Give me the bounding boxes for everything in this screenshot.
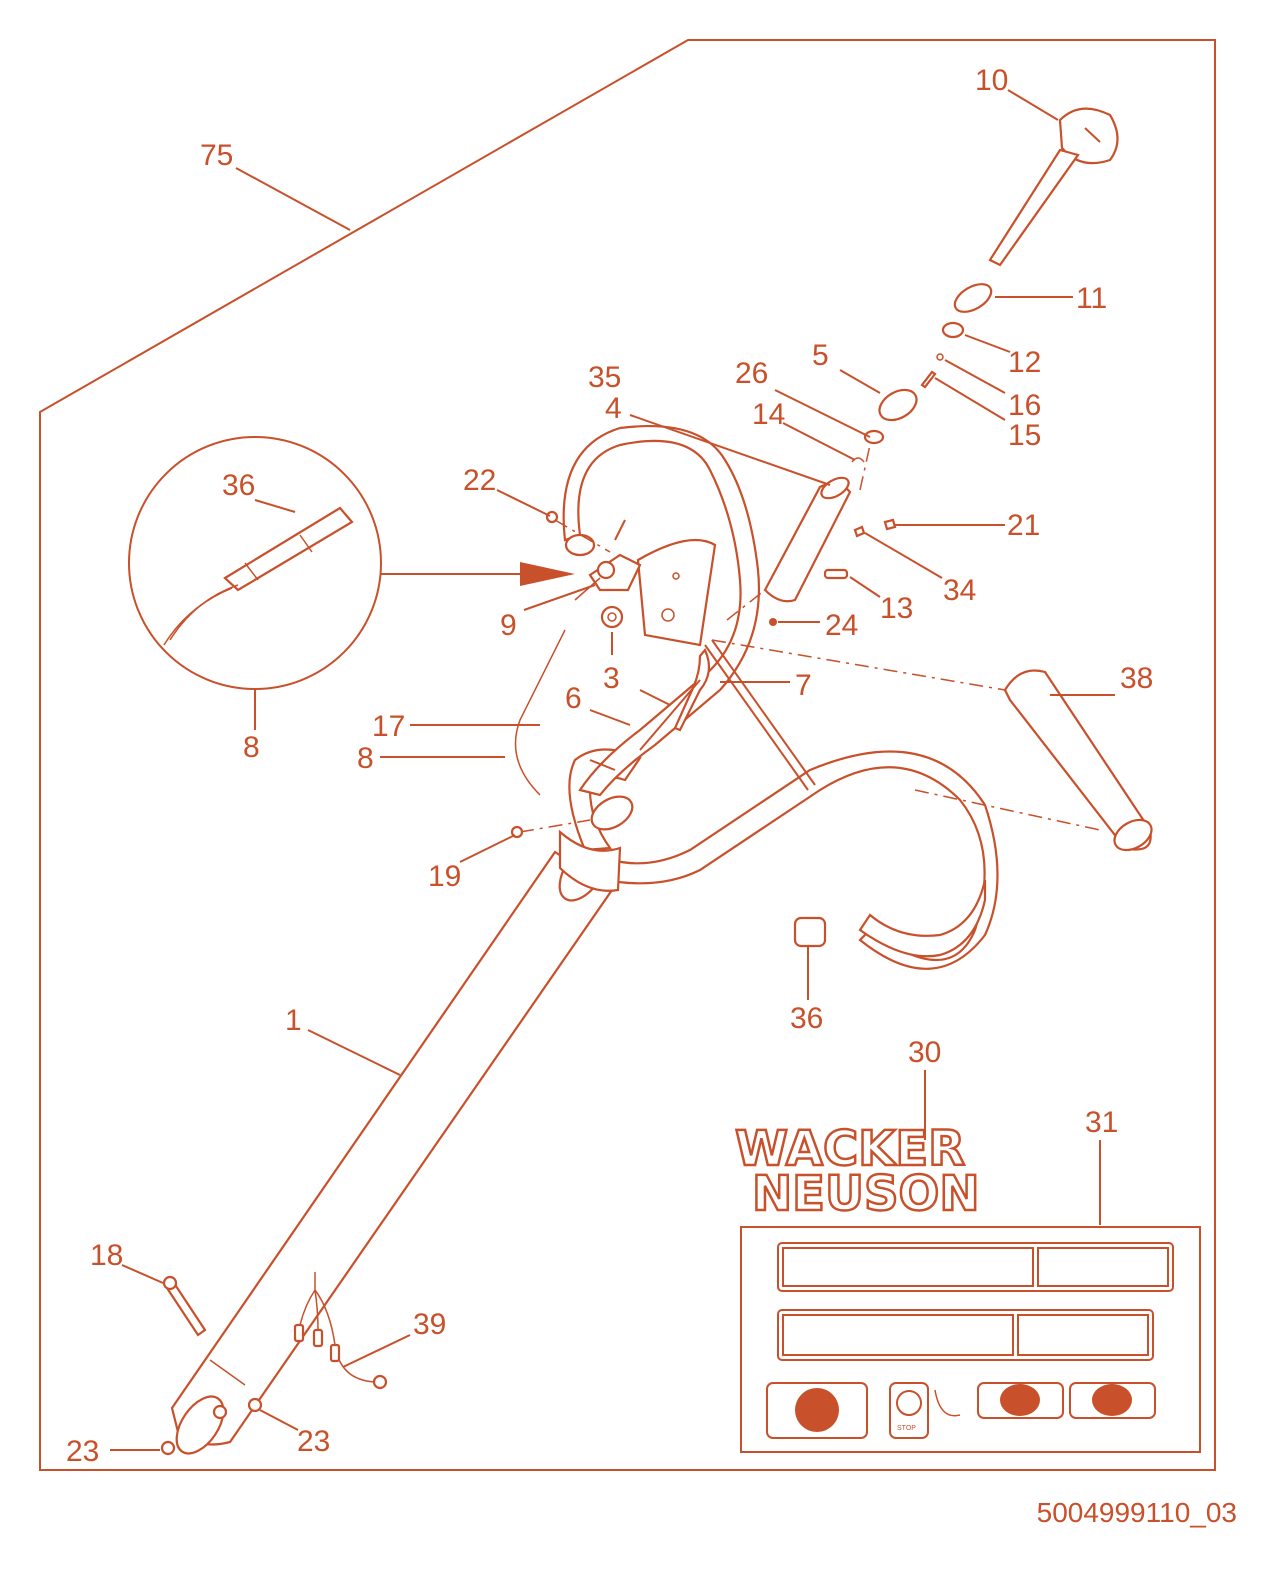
label-22: 22 xyxy=(463,464,496,497)
label-7: 7 xyxy=(795,669,812,702)
bracket-rod xyxy=(639,639,816,791)
label-34: 34 xyxy=(943,574,976,607)
label-23a: 23 xyxy=(66,1435,99,1468)
label-21: 21 xyxy=(1007,509,1040,542)
bolt-and-nuts xyxy=(160,1275,263,1456)
logo-line1: WACKER xyxy=(735,1121,965,1177)
label-38: 38 xyxy=(1120,662,1153,695)
detail-circle xyxy=(128,436,575,690)
label-35: 35 xyxy=(588,361,621,394)
label-15: 15 xyxy=(1008,419,1041,452)
label-4: 4 xyxy=(605,392,622,425)
label-75: 75 xyxy=(200,139,233,172)
main-pole xyxy=(170,842,614,1455)
document-number: 5004999110_03 xyxy=(1036,1497,1237,1528)
label-31: 31 xyxy=(1085,1106,1118,1139)
handle-bar xyxy=(558,748,999,970)
upper-loop-handle xyxy=(562,425,760,797)
label-39: 39 xyxy=(413,1308,446,1341)
screw-22-icon xyxy=(545,510,559,524)
label-9: 9 xyxy=(500,609,517,642)
label-3: 3 xyxy=(603,662,620,695)
label-11: 11 xyxy=(1076,282,1107,315)
label-14: 14 xyxy=(752,398,785,431)
label-13: 13 xyxy=(880,592,913,625)
label-30: 30 xyxy=(908,1036,941,1069)
logo-line2: NEUSON xyxy=(752,1166,979,1222)
grip xyxy=(1003,669,1153,852)
label-19: 19 xyxy=(428,860,461,893)
detail-arrow-icon xyxy=(520,562,575,586)
decal-sheet: STOP xyxy=(740,1226,1201,1453)
wiring-harness xyxy=(293,1272,388,1390)
diagram-frame xyxy=(39,39,1216,1471)
label-8a: 8 xyxy=(243,731,260,764)
label-26: 26 xyxy=(735,357,768,390)
label-24: 24 xyxy=(825,609,858,642)
leader-lines xyxy=(110,89,1115,1451)
label-23b: 23 xyxy=(297,1425,330,1458)
label-16: 16 xyxy=(1008,389,1041,422)
label-5: 5 xyxy=(812,339,829,372)
label-6: 6 xyxy=(565,682,582,715)
brand-logo: WACKER NEUSON xyxy=(734,1120,981,1224)
label-36b: 36 xyxy=(790,1002,823,1035)
label-36a: 36 xyxy=(222,469,255,502)
label-1: 1 xyxy=(285,1004,302,1037)
stop-label: STOP xyxy=(897,1425,916,1432)
part-labels: 75 10 11 12 16 15 5 26 14 35 4 22 21 34 … xyxy=(66,64,1153,1468)
label-8b: 8 xyxy=(357,742,374,775)
label-18: 18 xyxy=(90,1239,123,1272)
label-12: 12 xyxy=(1008,346,1041,379)
top-rod-assembly xyxy=(763,107,1119,626)
throttle-lever xyxy=(514,519,642,796)
label-17: 17 xyxy=(372,710,405,743)
label-10: 10 xyxy=(975,64,1008,97)
